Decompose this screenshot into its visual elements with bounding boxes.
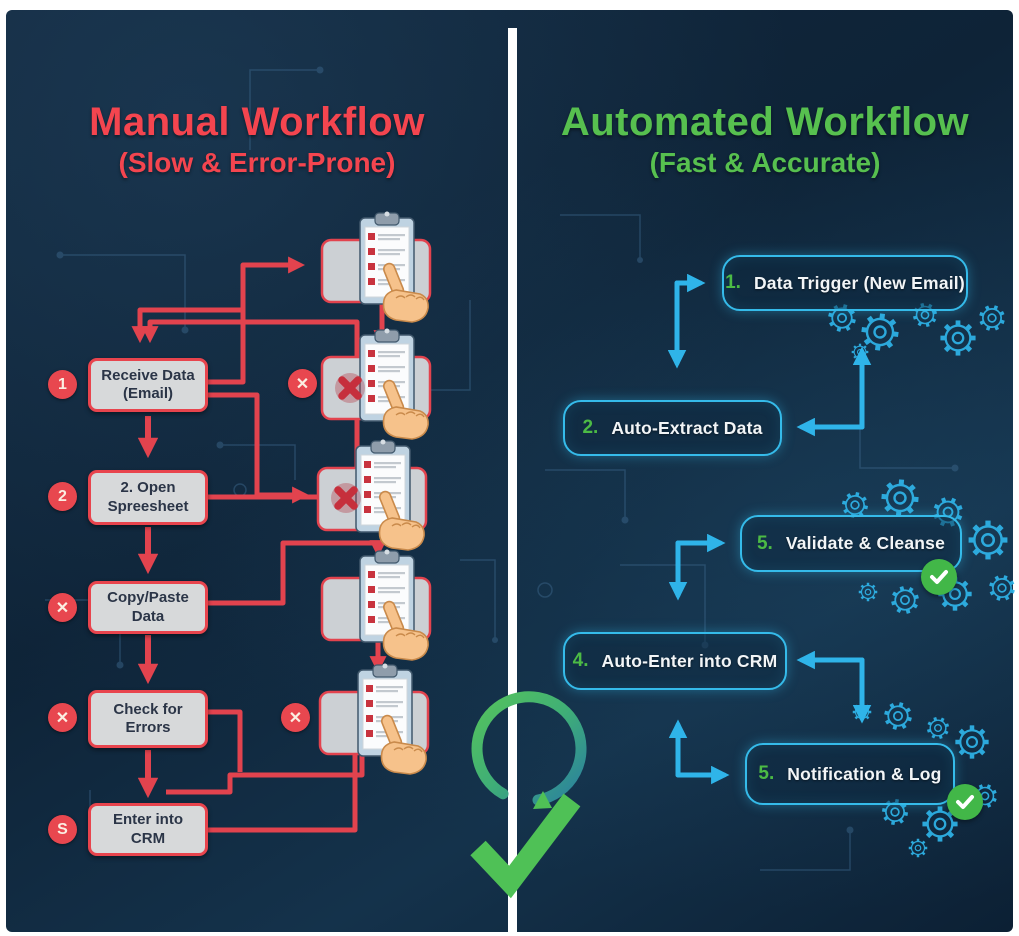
step-label: Receive Data (Email): [101, 366, 195, 402]
step-label: Enter into CRM: [113, 811, 183, 847]
auto-step-box-5: 5. Notification & Log: [745, 743, 955, 805]
manual-step-box-2: 2. Open Spreesheet: [88, 470, 208, 525]
step-label: Check for Errors: [113, 700, 183, 736]
error-x-badge: ✕: [288, 369, 317, 398]
step-label: Copy/Paste Data: [107, 589, 189, 625]
step-number: 4.: [572, 650, 589, 671]
step-number: 5.: [756, 532, 773, 554]
manual-step-box-5: Enter into CRM: [88, 803, 208, 856]
step-label: 2. Open Spreesheet: [107, 479, 189, 515]
auto-step-box-4: 4. Auto-Enter into CRM: [563, 632, 787, 690]
auto-step-box-3: 5. Validate & Cleanse: [740, 515, 962, 572]
auto-subtitle: (Fast & Accurate): [649, 147, 881, 178]
step-number-badge: S: [48, 815, 77, 844]
step-label: Validate & Cleanse: [785, 533, 946, 553]
error-x-badge: ✕: [48, 703, 77, 732]
auto-step-box-1: 1. Data Trigger (New Email): [722, 255, 968, 311]
step-number-badge: 2: [48, 482, 77, 511]
step-number-badge: 1: [48, 370, 77, 399]
panel-divider: [508, 28, 517, 932]
step-label: Auto-Extract Data: [611, 417, 763, 438]
manual-step-box-3: Copy/Paste Data: [88, 581, 208, 634]
step-number: 1.: [725, 272, 741, 293]
step-label: Auto-Enter into CRM: [601, 650, 778, 671]
step-label: Notification & Log: [787, 763, 942, 784]
step-number: 5.: [758, 763, 775, 784]
manual-title: Manual Workflow: [89, 100, 425, 144]
manual-subtitle: (Slow & Error-Prone): [118, 147, 396, 178]
step-number: 2.: [582, 417, 599, 438]
auto-step-box-2: 2. Auto-Extract Data: [563, 400, 782, 456]
manual-step-box-1: Receive Data (Email): [88, 358, 208, 412]
check-icon: [921, 559, 957, 595]
error-x-badge: ✕: [48, 593, 77, 622]
manual-step-box-4: Check for Errors: [88, 690, 208, 748]
check-icon: [947, 784, 983, 820]
auto-title: Automated Workflow: [560, 100, 970, 144]
error-x-badge: ✕: [281, 703, 310, 732]
step-label: Data Trigger (New Email): [753, 272, 965, 293]
